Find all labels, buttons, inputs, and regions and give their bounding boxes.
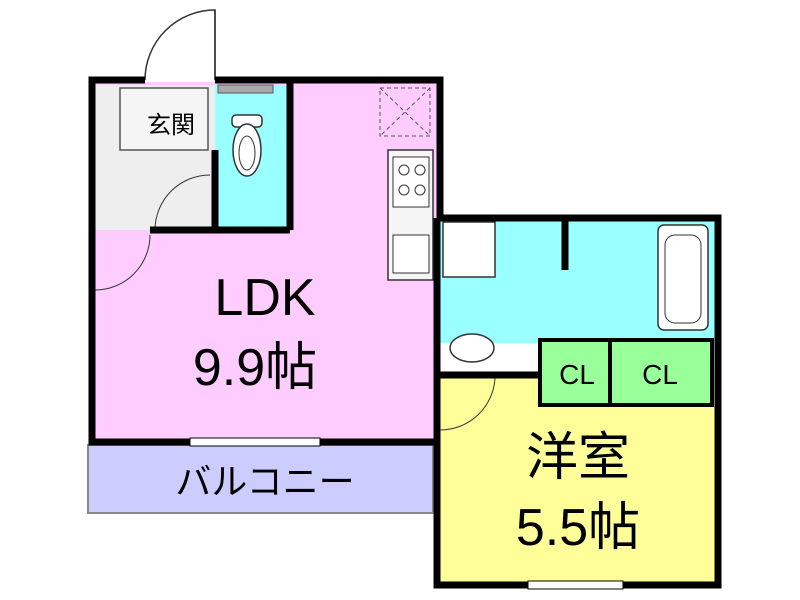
ldk-label: LDK <box>214 269 315 327</box>
entrance-shoe-area <box>119 87 209 151</box>
balcony-label: バルコニー <box>175 461 354 502</box>
western-room <box>437 375 717 585</box>
bathtub-icon <box>657 224 709 331</box>
closet-2-label: CL <box>642 359 678 390</box>
stove-icon <box>392 156 430 208</box>
toilet-seat-inner <box>238 135 256 171</box>
closet-1-label: CL <box>559 359 595 390</box>
storage-box <box>379 87 431 137</box>
balcony <box>87 444 434 514</box>
balcony-window <box>189 437 321 447</box>
toilet-window <box>217 84 274 94</box>
toilet-bowl-icon <box>232 123 262 177</box>
western-room-size-label: 5.5帖 <box>516 499 640 557</box>
ldk-size-label: 9.9帖 <box>193 339 317 397</box>
wash-basin-icon <box>449 333 495 363</box>
washer-space <box>442 221 496 278</box>
sink-icon <box>392 234 430 274</box>
western-window <box>527 580 624 590</box>
entrance-label: 玄関 <box>147 112 195 139</box>
closet-2 <box>608 338 714 407</box>
western-room-label: 洋室 <box>526 429 630 487</box>
